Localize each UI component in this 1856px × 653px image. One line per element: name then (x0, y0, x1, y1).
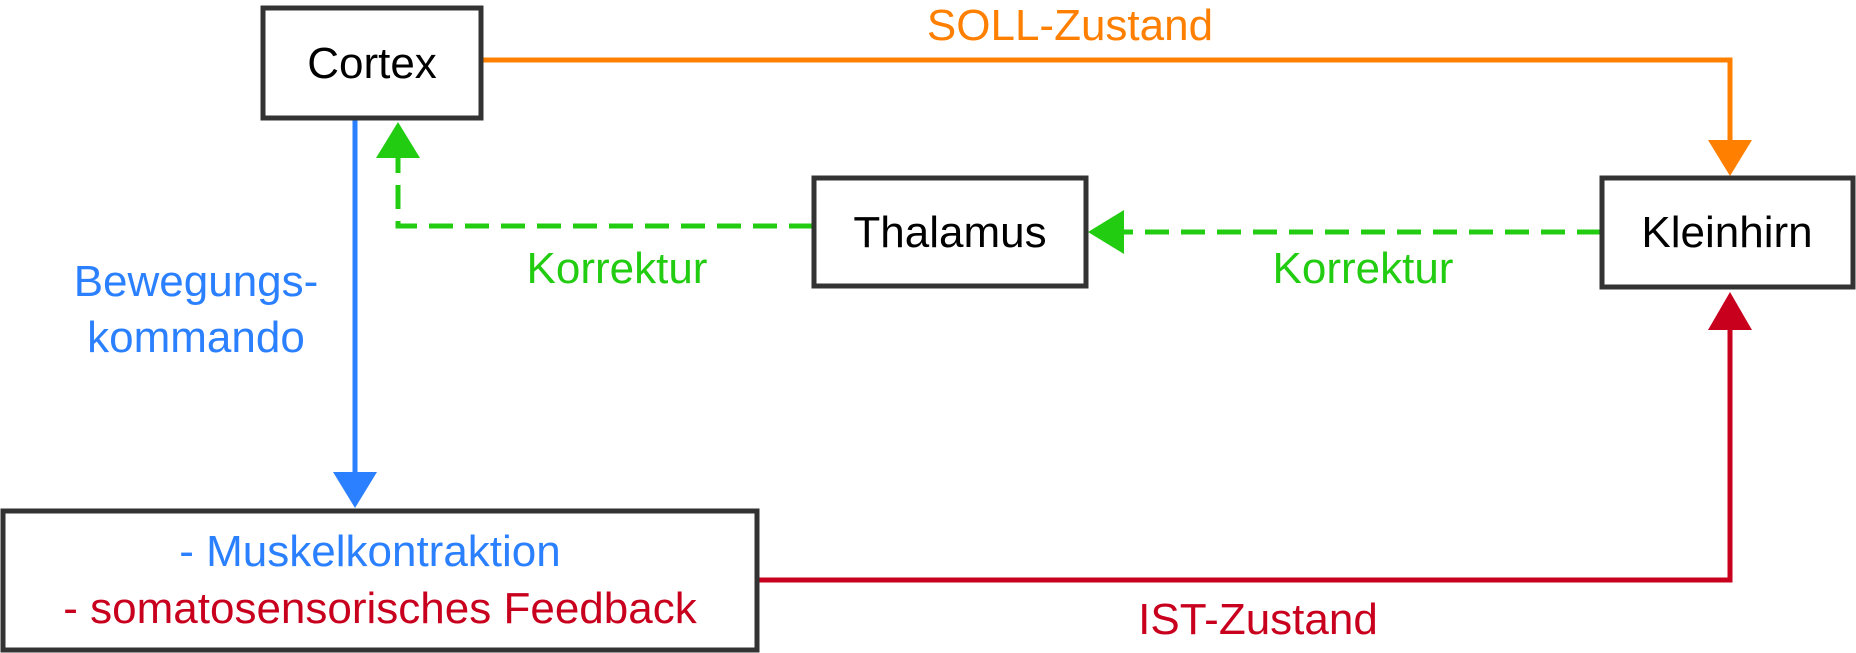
edge-ist-zustand: IST-Zustand (758, 292, 1752, 644)
node-kleinhirn-label: Kleinhirn (1641, 208, 1812, 257)
node-kleinhirn: Kleinhirn (1599, 175, 1856, 290)
node-cortex: Cortex (260, 5, 484, 121)
ist-zustand-arrowhead (1708, 292, 1752, 330)
korrektur-right-label: Korrektur (1273, 244, 1454, 293)
node-muskel-label-line2: - somatosensorisches Feedback (63, 584, 697, 633)
korrektur-left-line (395, 158, 813, 229)
edge-korrektur-kleinhirn-thalamus: Korrektur (1088, 210, 1601, 293)
bewegungskommando-arrowhead (333, 472, 377, 508)
bewegungskommando-label-line2: kommando (87, 313, 305, 362)
node-thalamus: Thalamus (811, 175, 1089, 289)
korrektur-right-arrowhead (1088, 210, 1124, 254)
korrektur-left-arrowhead (376, 122, 420, 158)
bewegungskommando-label-line1: Bewegungs- (74, 257, 319, 306)
node-muskel-feedback: - Muskelkontraktion - somatosensorisches… (0, 508, 760, 653)
node-cortex-label: Cortex (307, 39, 437, 88)
edge-korrektur-thalamus-cortex: Korrektur (376, 122, 813, 293)
soll-zustand-label: SOLL-Zustand (927, 1, 1213, 50)
soll-zustand-line (482, 57, 1733, 142)
edge-soll-zustand: SOLL-Zustand (482, 1, 1752, 176)
ist-zustand-label: IST-Zustand (1138, 595, 1378, 644)
edge-bewegungskommando: Bewegungs- kommando (74, 118, 377, 508)
korrektur-left-label: Korrektur (527, 244, 708, 293)
node-thalamus-label: Thalamus (853, 208, 1046, 257)
ist-zustand-line (758, 326, 1733, 583)
soll-zustand-arrowhead (1708, 140, 1752, 176)
node-muskel-label-line1: - Muskelkontraktion (179, 527, 560, 576)
